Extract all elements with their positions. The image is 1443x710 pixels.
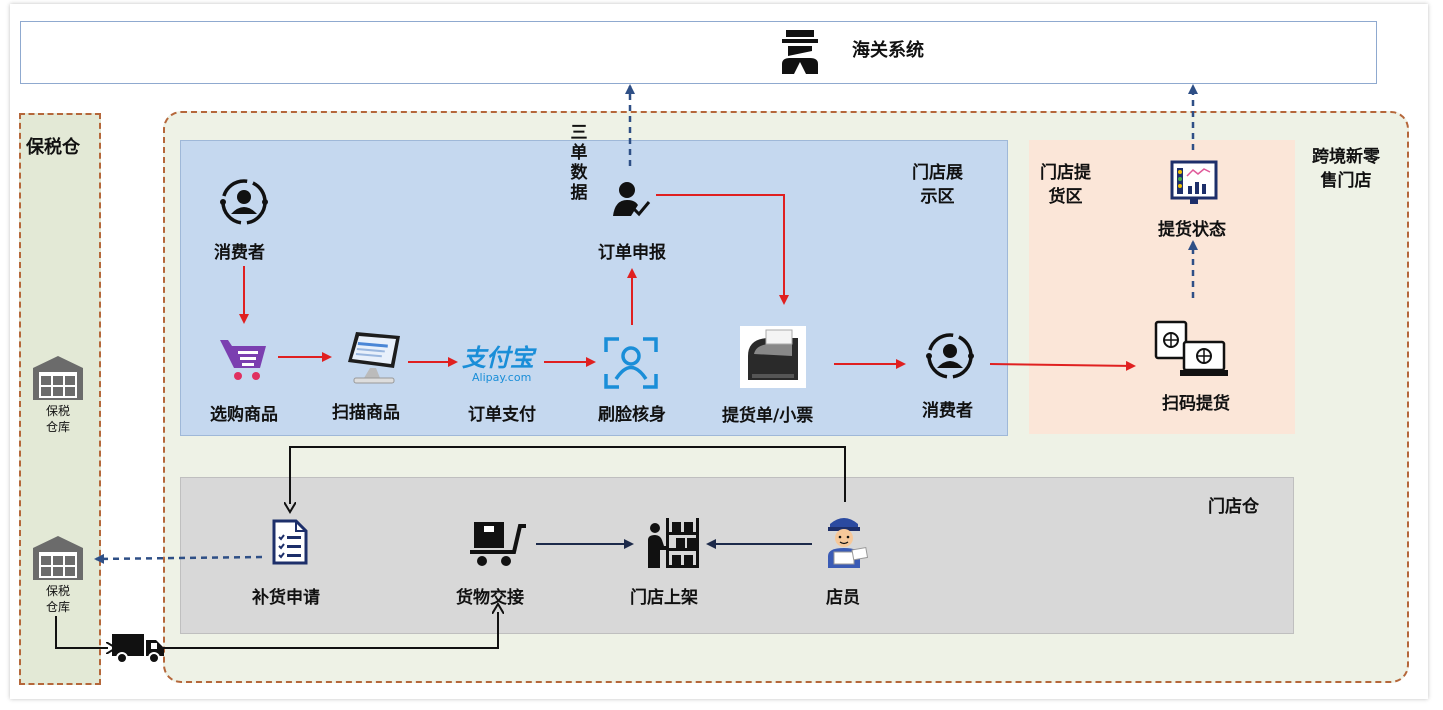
hand-truck-icon xyxy=(470,520,528,568)
customs-system-title: 海关系统 xyxy=(852,40,924,61)
warehouse-icon xyxy=(31,534,85,580)
store-warehouse-zone xyxy=(180,477,1294,634)
clerk-icon xyxy=(820,512,869,568)
receipt-printer-icon xyxy=(740,326,806,388)
warehouse-icon xyxy=(31,354,85,400)
display-zone xyxy=(180,140,1008,436)
checklist-document-icon xyxy=(272,519,308,565)
dashed-replenish-to-depot xyxy=(94,553,263,564)
customs-system-bar xyxy=(20,21,1377,84)
status-monitor-icon xyxy=(1170,160,1218,206)
user-check-icon xyxy=(611,180,651,218)
pickup-zone xyxy=(1029,140,1295,434)
consumer-right-label: 消费者 xyxy=(922,401,973,421)
clerk-label: 店员 xyxy=(826,588,860,608)
shelf-worker-icon xyxy=(646,516,700,570)
scan-devices-icon xyxy=(1154,320,1228,380)
bonded-depot-label-top: 保税 仓库 xyxy=(45,404,70,434)
scan-pickup-label: 扫码提货 xyxy=(1162,394,1230,414)
arrow-truck-to-handover xyxy=(162,612,498,649)
truck-icon xyxy=(112,632,164,664)
receipt-label: 提货单/小票 xyxy=(722,406,814,426)
scan-goods-label: 扫描商品 xyxy=(332,403,400,423)
pos-terminal-icon xyxy=(344,330,404,384)
arrow-depot-to-truck xyxy=(55,616,108,648)
store-title: 跨境新零 售门店 xyxy=(1312,147,1380,191)
goods-handover-label: 货物交接 xyxy=(456,588,524,608)
display-zone-title: 门店展 示区 xyxy=(912,163,963,207)
face-verify-label: 刷脸核身 xyxy=(598,405,666,425)
consumer-icon xyxy=(216,174,272,230)
bonded-depot-label-bottom: 保税 仓库 xyxy=(45,584,70,614)
replenish-request-label: 补货申请 xyxy=(252,588,320,608)
store-warehouse-title: 门店仓 xyxy=(1208,497,1259,517)
arrow-declare-to-receipt xyxy=(656,194,789,305)
customs-officer-icon xyxy=(778,28,822,74)
bonded-warehouse-title: 保税仓 xyxy=(26,137,80,158)
pickup-zone-title: 门店提 货区 xyxy=(1040,163,1091,207)
order-pay-label: 订单支付 xyxy=(468,405,536,425)
arrow-consumer-to-scan-pickup xyxy=(989,360,1136,371)
shelving-label: 门店上架 xyxy=(630,588,698,608)
order-declare-label: 订单申报 xyxy=(598,243,666,263)
alipay-logo-sub: Alipay.com xyxy=(472,371,532,384)
shopping-cart-icon xyxy=(218,336,270,382)
pickup-status-label: 提货状态 xyxy=(1158,220,1226,240)
arrow-clerk-to-replenish xyxy=(290,446,846,504)
consumer-label: 消费者 xyxy=(214,243,265,263)
select-goods-label: 选购商品 xyxy=(210,405,278,425)
face-scan-icon xyxy=(603,336,659,390)
alipay-logo: 支付宝 xyxy=(462,344,534,372)
consumer-icon xyxy=(922,328,978,384)
three-docs-data-label: 三单数据 xyxy=(570,123,588,203)
